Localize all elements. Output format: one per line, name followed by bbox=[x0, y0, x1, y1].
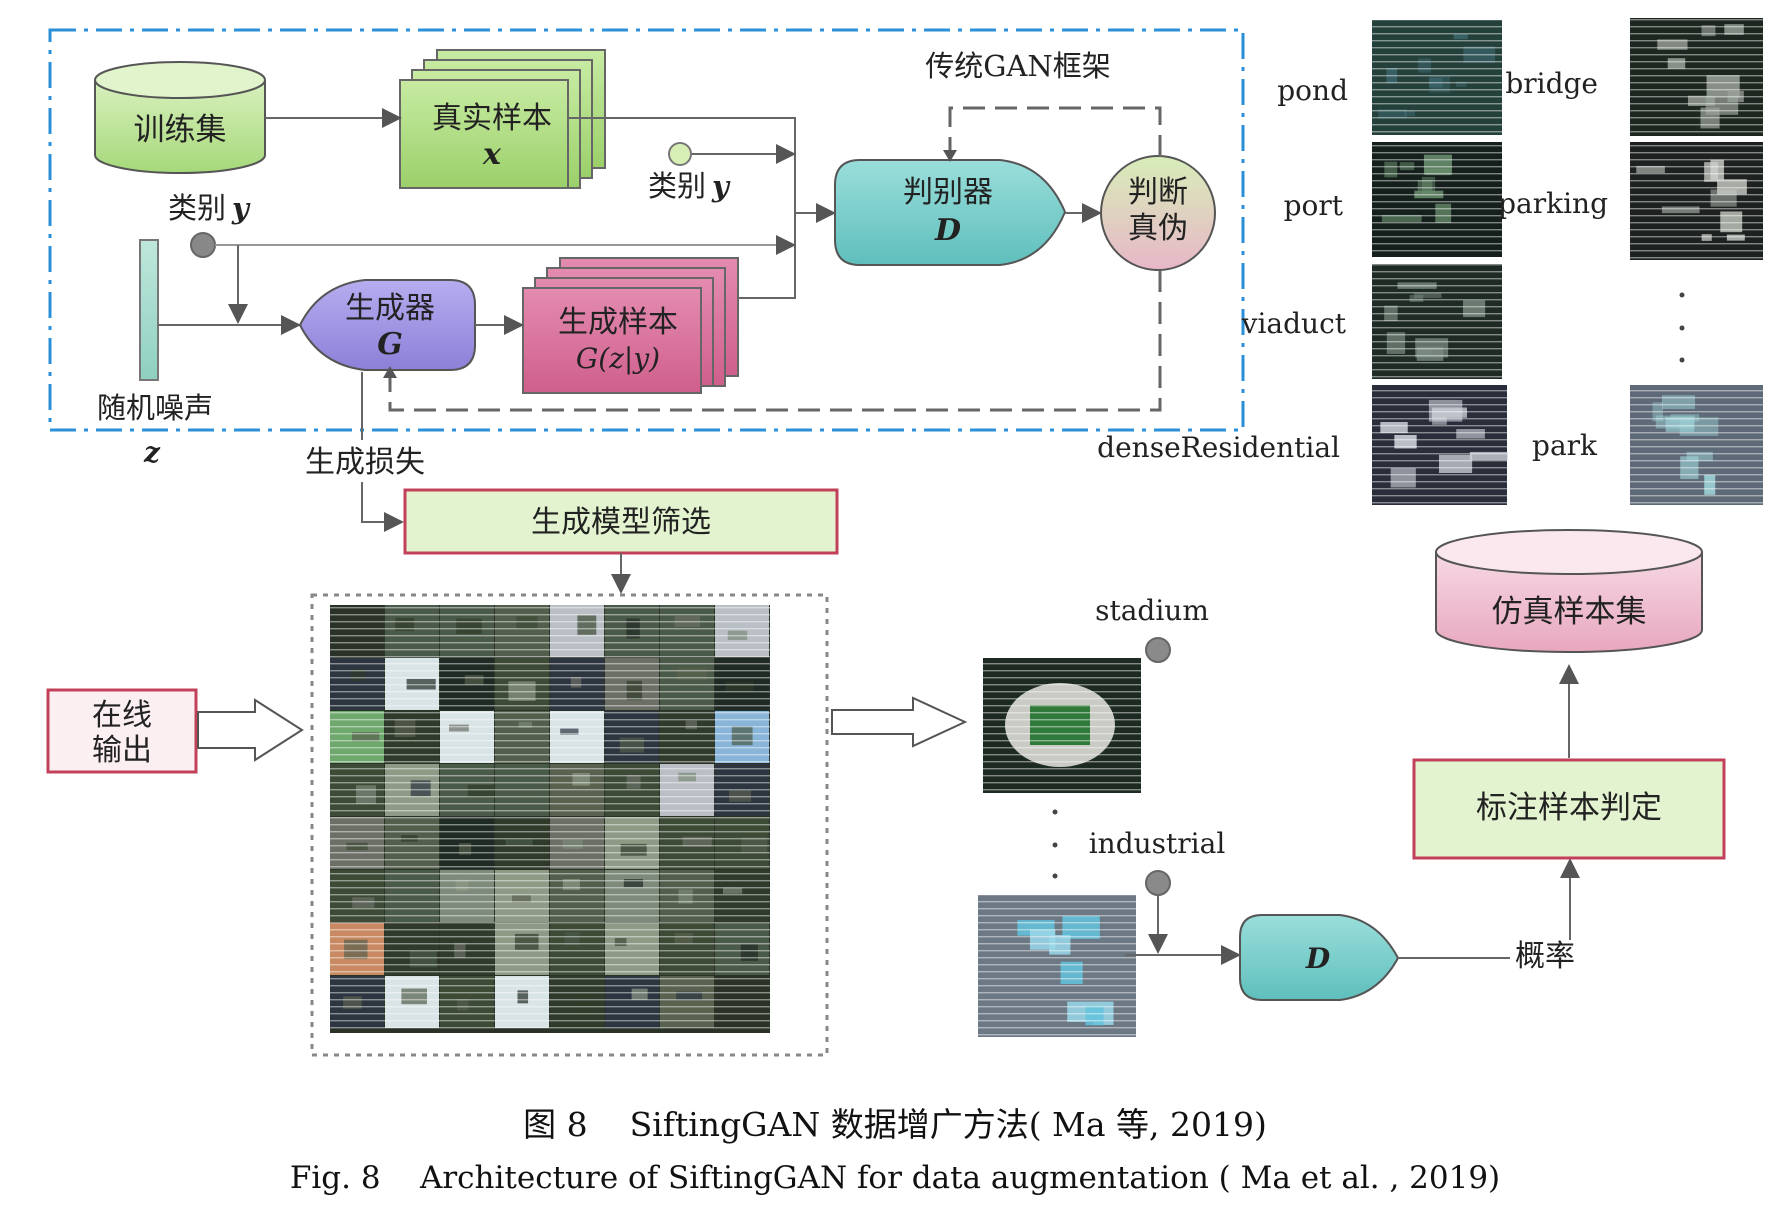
port-tile-scanlines bbox=[1372, 142, 1502, 257]
caption-en: Fig. 8 Architecture of SiftingGAN for da… bbox=[289, 1160, 1501, 1196]
mosaic-frame bbox=[310, 593, 829, 1057]
model-sifting-label: 生成模型筛选 bbox=[531, 505, 711, 540]
generated-samples-var: G(z|y) bbox=[576, 342, 660, 375]
sample-tiles bbox=[978, 658, 1141, 1037]
class-port-label: port bbox=[1284, 189, 1344, 222]
generator-var: G bbox=[377, 327, 403, 362]
viaduct-tile-scanlines bbox=[1372, 264, 1502, 379]
middle-ellipsis bbox=[1052, 809, 1058, 879]
discriminator-node: 判别器 D bbox=[834, 159, 1067, 266]
discriminator-label: 判别器 bbox=[903, 175, 993, 210]
simulated-sample-set-cylinder: 仿真样本集 bbox=[1435, 529, 1703, 653]
generator-node: 生成器 G bbox=[298, 279, 476, 371]
training-set-cylinder: 训练集 bbox=[94, 61, 266, 174]
real-samples-var: x bbox=[482, 137, 502, 172]
stadium-scanlines bbox=[983, 658, 1141, 793]
judge-line1: 判断 bbox=[1128, 175, 1188, 210]
generation-loss-label: 生成损失 bbox=[305, 445, 425, 480]
industrial-class-node bbox=[1145, 870, 1171, 896]
dense-residential-tile-scanlines bbox=[1372, 385, 1507, 505]
class-park-label: park bbox=[1532, 429, 1598, 462]
real-samples-label: 真实样本 bbox=[432, 101, 552, 136]
parking-tile-scanlines bbox=[1630, 142, 1763, 260]
class-pond-label: pond bbox=[1277, 74, 1348, 107]
gan-framework-frame bbox=[48, 28, 1245, 432]
judge-line2: 真伪 bbox=[1128, 211, 1188, 246]
training-set-label: 训练集 bbox=[134, 112, 227, 148]
caption-cn: 图 8 SiftingGAN 数据增广方法( Ma 等, 2019) bbox=[523, 1105, 1267, 1144]
probability-label: 概率 bbox=[1515, 939, 1575, 974]
generated-samples-label: 生成样本 bbox=[558, 305, 678, 340]
generator-label: 生成器 bbox=[345, 291, 435, 326]
model-sifting-box: 生成模型筛选 bbox=[403, 488, 839, 555]
online-output-line1: 在线 bbox=[92, 698, 152, 733]
class-dense-residential-label: denseResidential bbox=[1097, 431, 1340, 464]
discriminator-d-node: D bbox=[1239, 914, 1400, 1001]
random-noise-bar bbox=[139, 239, 159, 381]
class-y-node-top bbox=[668, 142, 692, 166]
random-noise-label: 随机噪声 bbox=[97, 391, 213, 425]
label-decision-box: 标注样本判定 bbox=[1412, 758, 1726, 860]
pond-tile-scanlines bbox=[1372, 20, 1502, 135]
stadium-label: stadium bbox=[1095, 594, 1209, 627]
feedback-arrowhead-g bbox=[383, 366, 397, 378]
label-decision-label: 标注样本判定 bbox=[1476, 790, 1662, 826]
generated-image-mosaic bbox=[330, 605, 770, 1033]
discriminator-d-label: D bbox=[1305, 942, 1331, 975]
scene-class-tiles bbox=[1372, 18, 1763, 505]
hollow-arrow-right bbox=[831, 696, 968, 748]
online-output-box: 在线 输出 bbox=[46, 688, 198, 774]
real-samples-stack: 真实样本 x bbox=[399, 49, 606, 189]
vertical-ellipsis bbox=[1679, 292, 1685, 363]
generated-samples-stack: 生成样本 G(z|y) bbox=[522, 257, 739, 394]
loss-to-sifting-line bbox=[361, 482, 404, 532]
stadium-class-node bbox=[1145, 637, 1171, 663]
class-bridge-label: bridge bbox=[1505, 67, 1598, 100]
framework-label: 传统GAN框架 bbox=[925, 49, 1110, 83]
class-viaduct-label: viaduct bbox=[1241, 307, 1347, 340]
judge-real-fake-node: 判断 真伪 bbox=[1100, 155, 1216, 271]
gan-connectors bbox=[158, 108, 1102, 335]
feedback-arrowhead-d bbox=[943, 150, 957, 162]
discriminator-var: D bbox=[934, 213, 961, 248]
mosaic-scanlines bbox=[330, 605, 770, 1033]
park-tile-scanlines bbox=[1630, 385, 1763, 505]
feedback-loops bbox=[388, 106, 1162, 412]
industrial-scanlines bbox=[978, 895, 1136, 1037]
class-y-node-left bbox=[190, 232, 216, 258]
industrial-label: industrial bbox=[1089, 827, 1226, 860]
bridge-tile-scanlines bbox=[1630, 18, 1763, 136]
hollow-arrow-left bbox=[197, 698, 304, 762]
class-parking-label: parking bbox=[1498, 187, 1608, 220]
noise-var: z bbox=[143, 436, 161, 469]
online-output-line2: 输出 bbox=[92, 733, 152, 768]
simulated-set-label: 仿真样本集 bbox=[1492, 594, 1647, 630]
